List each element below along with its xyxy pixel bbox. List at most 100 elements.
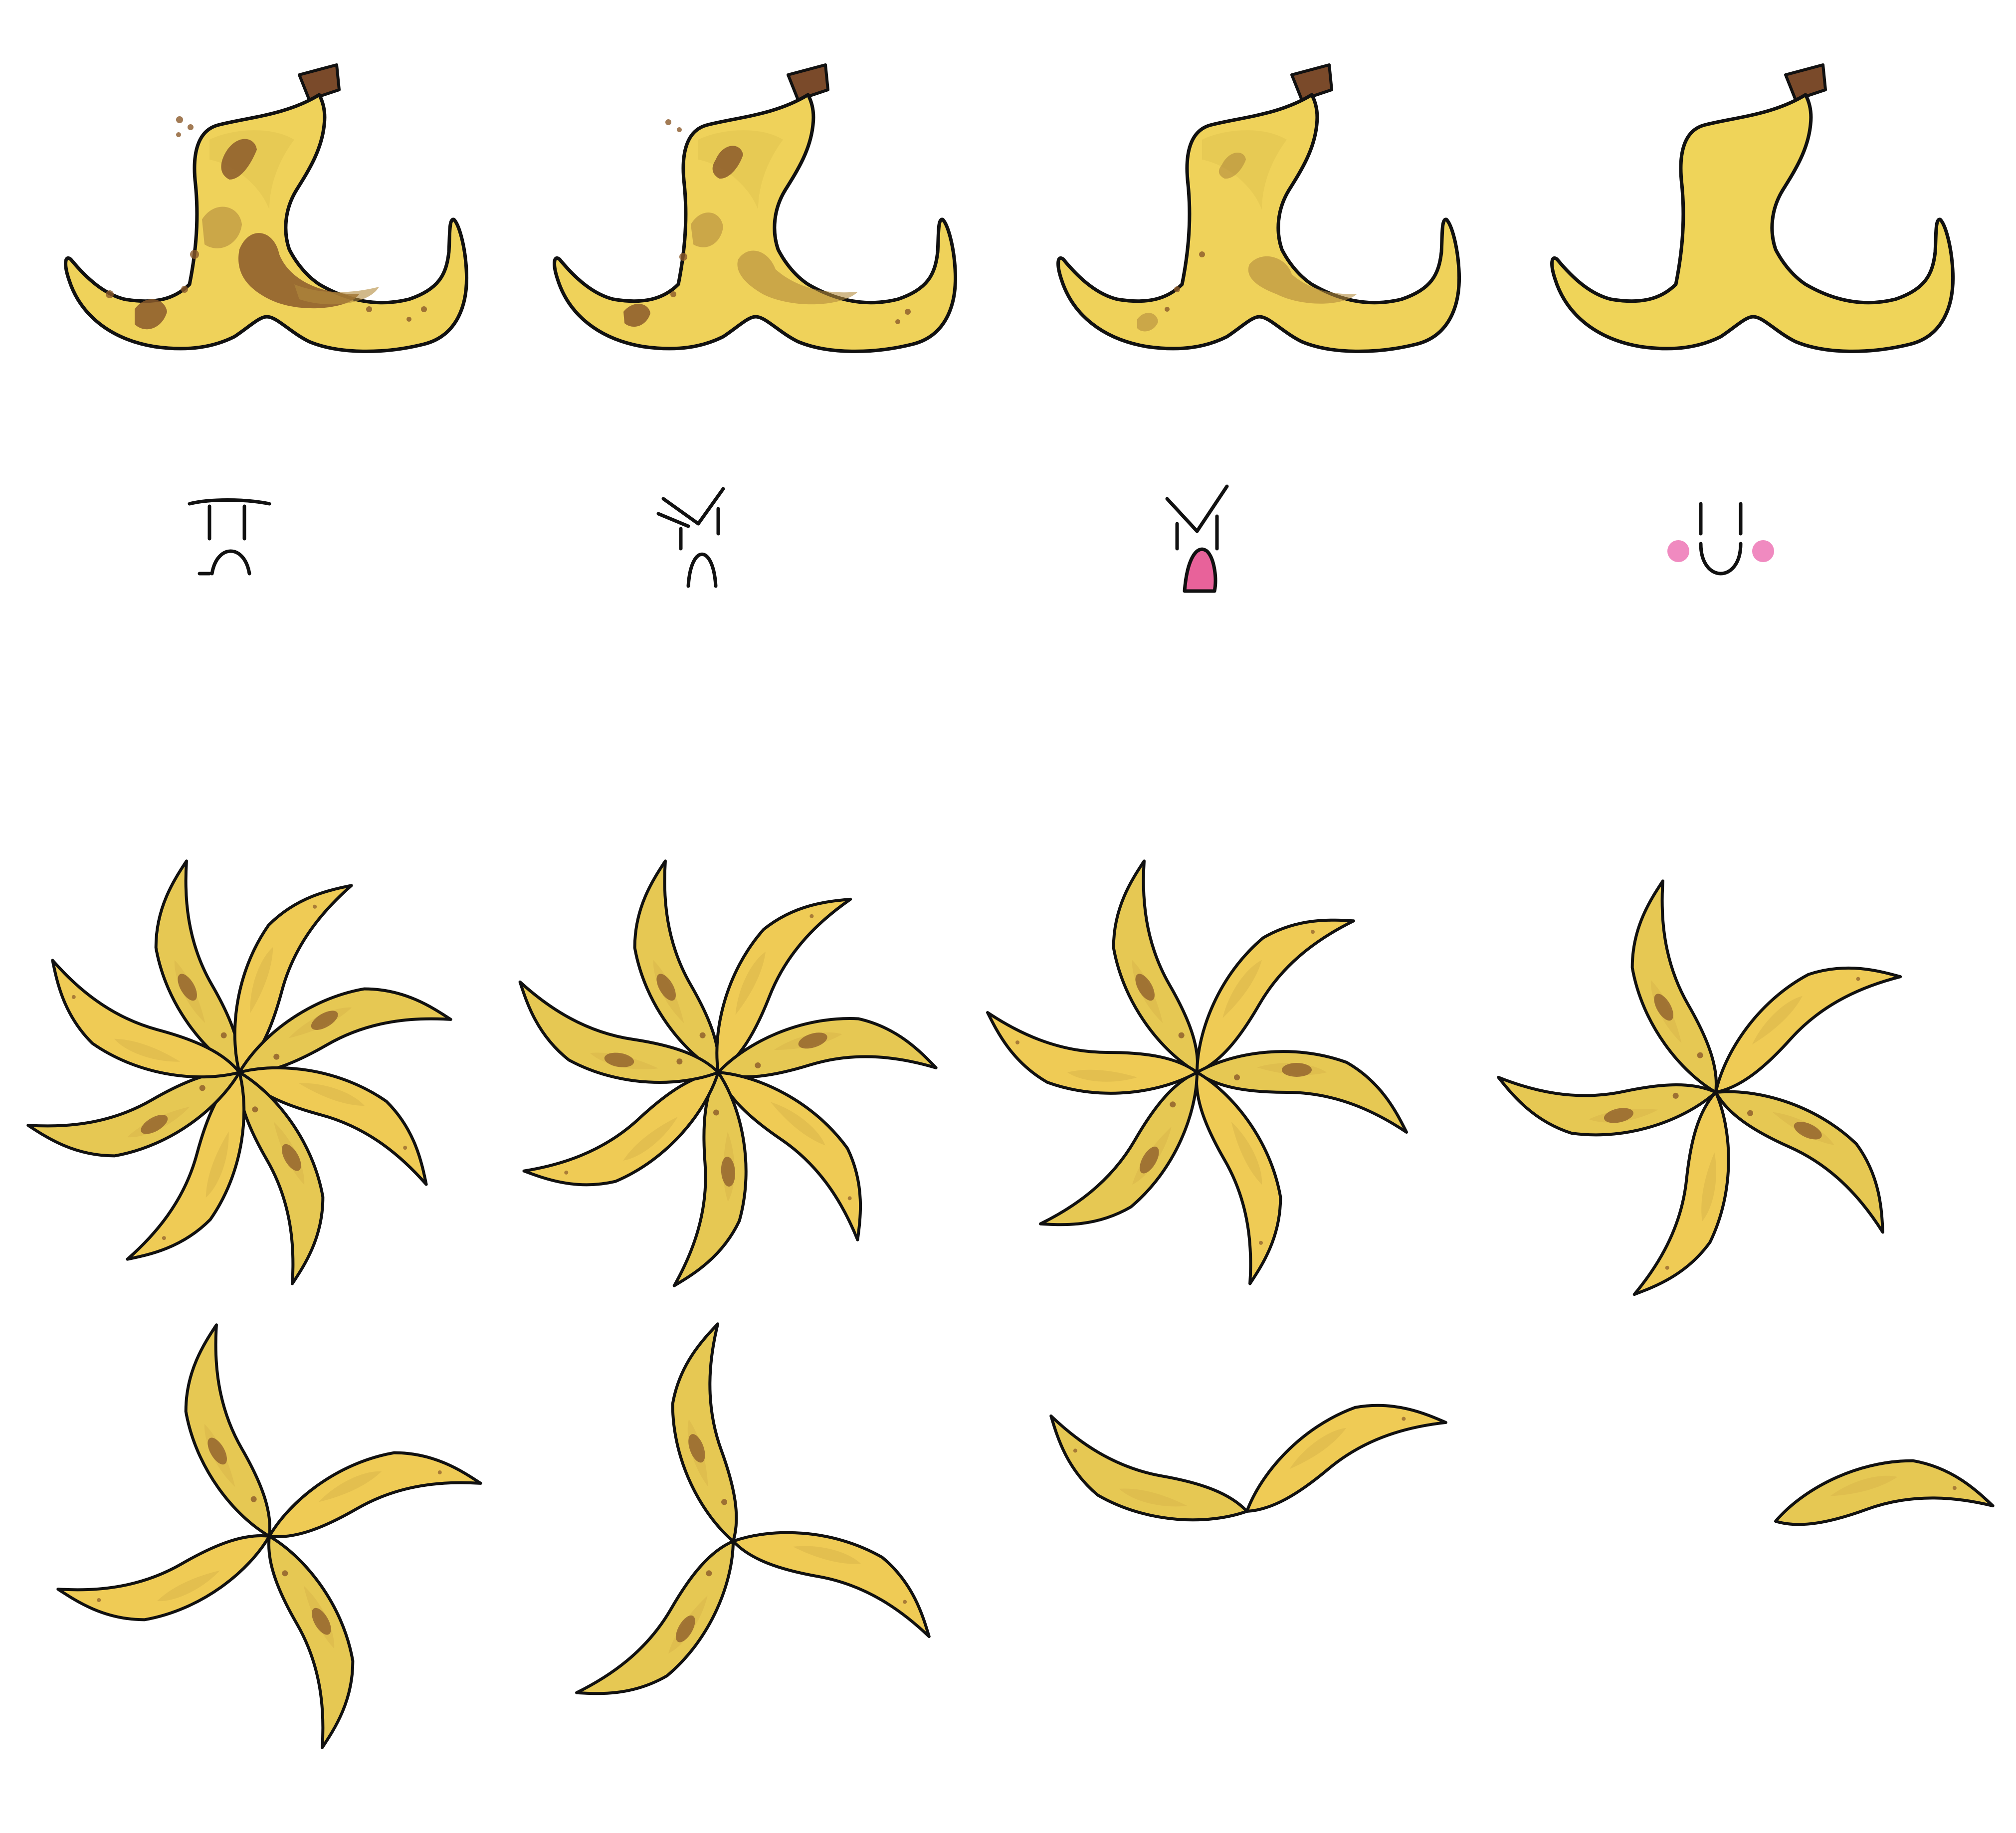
blade (1049, 1414, 1248, 1522)
banana-blade-icon (717, 1071, 862, 1241)
speck-dot (199, 1085, 205, 1091)
speck-dot (1402, 1417, 1406, 1421)
blade (633, 859, 720, 1074)
bruise-spot (1137, 313, 1158, 332)
speck-dot (679, 253, 687, 261)
pinwheel-frame-1 (26, 859, 452, 1285)
blade (518, 980, 720, 1084)
blade (51, 959, 241, 1079)
pinwheel-frame-3 (986, 859, 1408, 1285)
peel-shade (1202, 130, 1287, 209)
speck-dot (97, 1598, 101, 1603)
blade-shade (1289, 1427, 1347, 1469)
blade (717, 1071, 862, 1241)
bruise-spot (282, 1144, 301, 1171)
happy-blush-face-icon (1667, 502, 1774, 576)
blade (986, 1011, 1199, 1095)
blade (1714, 1090, 1884, 1234)
bruise-spot (691, 212, 723, 247)
speck-dot (1178, 1032, 1185, 1038)
banana-blade-icon (633, 859, 720, 1074)
speck-dot (895, 319, 900, 324)
bruise-spot (202, 206, 242, 248)
bruise-spot (221, 139, 257, 180)
bruise-spot (312, 1608, 331, 1635)
blade (672, 1071, 748, 1287)
banana-blade-icon (154, 859, 241, 1074)
speck-dot (273, 1053, 280, 1060)
speck-dot (1697, 1052, 1703, 1058)
banana-blade-icon (1630, 879, 1718, 1094)
blade (732, 1531, 931, 1638)
blade (1196, 918, 1355, 1074)
banana-blade-icon (51, 959, 241, 1079)
speck-dot (162, 1236, 166, 1240)
banana-blade-icon (184, 1323, 271, 1538)
blade (233, 884, 353, 1074)
banana-blade-icon (238, 987, 452, 1074)
banana-blade-icon (1196, 1050, 1408, 1134)
blade-shade (298, 1083, 365, 1106)
blade-shade (318, 1471, 382, 1502)
blade-shade (1752, 996, 1803, 1045)
bruise-spot (1248, 256, 1357, 304)
speck-dot (282, 1570, 288, 1577)
blade (238, 987, 452, 1074)
blade (126, 1071, 246, 1261)
speck-dot (721, 1499, 728, 1505)
speck-dot (421, 306, 427, 312)
stem-icon (787, 63, 829, 101)
speck-dot (1259, 1240, 1263, 1245)
speck-dot (71, 995, 76, 999)
stem-icon (1290, 63, 1333, 101)
banana-blade-icon (126, 1071, 246, 1261)
banana-blade-icon (717, 1017, 938, 1078)
blade-shade (1222, 960, 1262, 1018)
speck-dot (809, 914, 814, 918)
blade (671, 1322, 738, 1543)
peel-sprite-3 (1052, 60, 1491, 379)
speck-dot (1165, 307, 1170, 312)
blade (268, 1451, 482, 1538)
speck-dot (1665, 1265, 1669, 1270)
blade (1497, 1075, 1717, 1137)
banana-blade-icon (671, 1322, 738, 1543)
peel-bruised (553, 63, 958, 353)
bruise-spot (141, 1115, 168, 1134)
peel-body (1550, 93, 1955, 353)
peel-shade (698, 130, 783, 209)
speck-dot (366, 306, 372, 312)
peel-rotten (64, 63, 469, 353)
pinwheel-frame-6 (575, 1322, 931, 1695)
banana-blade-icon (237, 1071, 325, 1285)
face-sprite-3 (1157, 484, 1277, 599)
speck-dot (176, 132, 181, 137)
banana-blade-icon (1039, 1071, 1199, 1226)
pinwheel-sprite-2 (494, 848, 943, 1297)
banana-blade-icon (1497, 1075, 1717, 1137)
banana-blade-icon (26, 1070, 241, 1158)
peel-body (1056, 93, 1461, 353)
speck-dot (699, 1032, 706, 1038)
speck-dot (190, 250, 199, 259)
speck-dot (1310, 930, 1315, 934)
blade (267, 1535, 355, 1749)
bruise-spot (676, 1615, 695, 1642)
speck-dot (403, 1146, 407, 1150)
speck-dot (847, 1196, 852, 1201)
pinwheel-frame-4 (1497, 879, 1902, 1296)
face-sprite-4 (1667, 484, 1791, 599)
peel-sprite-1 (60, 60, 499, 379)
blade (1112, 859, 1199, 1074)
banana-blade-icon (1195, 1071, 1282, 1285)
blade-shade (793, 1546, 861, 1564)
blade (575, 1540, 735, 1695)
speck-dot (176, 116, 183, 123)
pinwheel-sprite-3 (973, 848, 1421, 1297)
pinwheel-sprite-8 (1551, 1297, 2000, 1746)
speck-dot (181, 286, 188, 293)
banana-blade-icon (1112, 859, 1199, 1074)
bruise-spot (1282, 1063, 1312, 1077)
bruise-spot (1654, 994, 1673, 1021)
blade-shade (770, 1102, 825, 1146)
